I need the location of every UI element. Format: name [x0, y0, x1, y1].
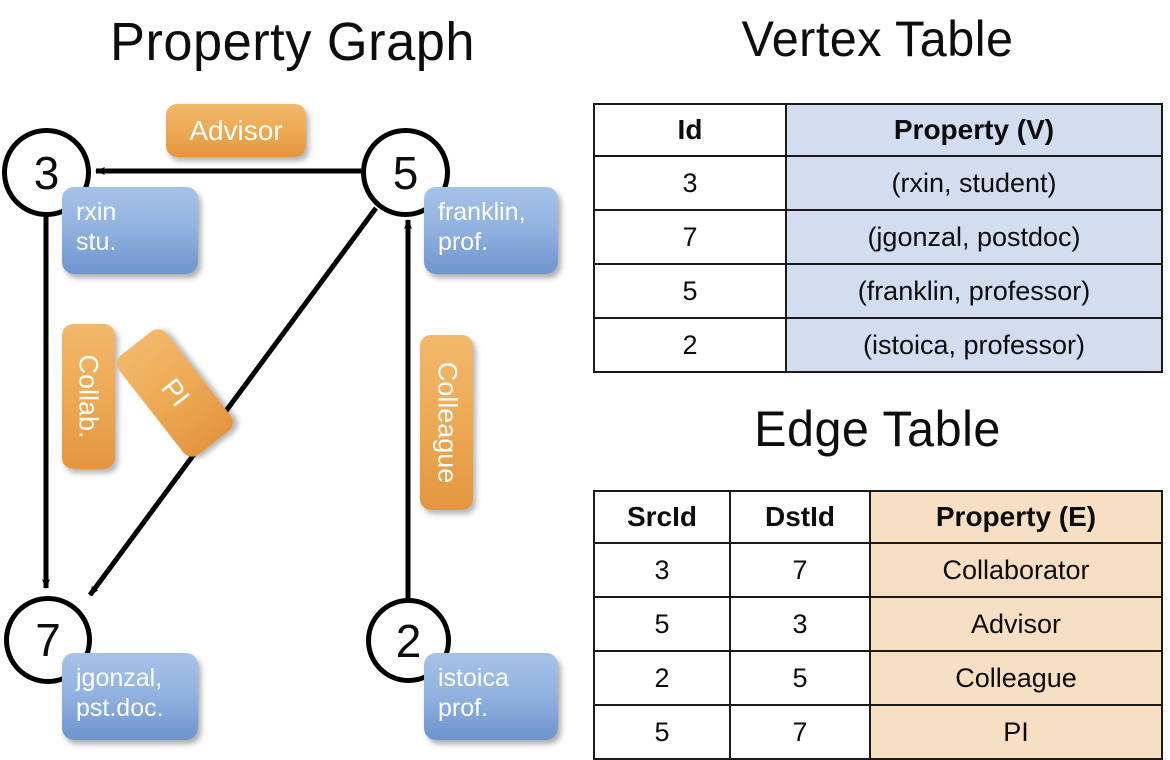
edge-cell-property: Advisor	[869, 596, 1163, 652]
vertex-table-header-id: Id	[593, 103, 787, 157]
edge-cell-dst: 5	[729, 650, 871, 706]
edge-cell-dst: 7	[729, 542, 871, 598]
vertex-table-header-row: Id Property (V)	[593, 103, 1163, 157]
vertex-table-header-property: Property (V)	[785, 103, 1163, 157]
node-property-box-jgonzal: jgonzal, pst.doc.	[62, 653, 198, 740]
table-row[interactable]: 3 7 Collaborator	[593, 542, 1163, 598]
vertex-cell-property: (jgonzal, postdoc)	[785, 209, 1163, 265]
graph-node-5[interactable]: 5	[361, 128, 450, 217]
edge-label-advisor: Advisor	[166, 104, 306, 157]
edge-cell-src: 5	[593, 704, 731, 760]
edge-cell-src: 5	[593, 596, 731, 652]
page-title-property-graph: Property Graph	[110, 12, 475, 72]
vertex-cell-property: (rxin, student)	[785, 155, 1163, 211]
vertex-cell-id: 2	[593, 317, 787, 373]
page-title-vertex-table: Vertex Table	[741, 11, 1014, 67]
graph-node-2[interactable]: 2	[366, 598, 451, 683]
table-row[interactable]: 5 3 Advisor	[593, 596, 1163, 652]
table-row[interactable]: 2 (istoica, professor)	[593, 317, 1163, 373]
vertex-cell-id: 7	[593, 209, 787, 265]
vertex-cell-id: 3	[593, 155, 787, 211]
edge-cell-dst: 7	[729, 704, 871, 760]
edge-label-collab: Collab.	[62, 324, 115, 469]
edge-cell-property: PI	[869, 704, 1163, 760]
edge-cell-property: Collaborator	[869, 542, 1163, 598]
vertex-cell-property: (franklin, professor)	[785, 263, 1163, 319]
node-property-box-istoica: istoica prof.	[424, 653, 558, 740]
edge-label-advisor-text: Advisor	[189, 114, 283, 146]
node-property-box-franklin: franklin, prof.	[424, 187, 558, 274]
table-row[interactable]: 5 (franklin, professor)	[593, 263, 1163, 319]
table-row[interactable]: 3 (rxin, student)	[593, 155, 1163, 211]
table-row[interactable]: 5 7 PI	[593, 704, 1163, 760]
edge-cell-dst: 3	[729, 596, 871, 652]
node-property-box-rxin: rxin stu.	[62, 187, 198, 274]
edge-table: SrcId DstId Property (E) 3 7 Collaborato…	[593, 490, 1163, 760]
edge-table-header-property: Property (E)	[869, 490, 1163, 544]
page-title-edge-table: Edge Table	[754, 401, 1001, 457]
table-row[interactable]: 7 (jgonzal, postdoc)	[593, 209, 1163, 265]
vertex-cell-id: 5	[593, 263, 787, 319]
edge-5-to-7-pi	[87, 206, 379, 597]
vertex-cell-property: (istoica, professor)	[785, 317, 1163, 373]
edge-table-header-row: SrcId DstId Property (E)	[593, 490, 1163, 544]
edge-cell-property: Colleague	[869, 650, 1163, 706]
edge-cell-src: 2	[593, 650, 731, 706]
graph-edges-svg	[42, 167, 412, 598]
vertex-table: Id Property (V) 3 (rxin, student) 7 (jgo…	[593, 103, 1163, 373]
property-graph-diagram: 3 5 7 2 rxin stu. franklin, prof. jgonza…	[2, 104, 558, 740]
edge-label-colleague-text: Colleague	[432, 361, 462, 484]
table-row[interactable]: 2 5 Colleague	[593, 650, 1163, 706]
edge-table-header-dstid: DstId	[729, 490, 871, 544]
edge-label-pi-text: PI	[155, 372, 196, 413]
edge-label-collab-text: Collab.	[74, 354, 105, 439]
edge-cell-src: 3	[593, 542, 731, 598]
edge-table-header-srcid: SrcId	[593, 490, 731, 544]
edge-label-colleague: Colleague	[420, 335, 473, 510]
